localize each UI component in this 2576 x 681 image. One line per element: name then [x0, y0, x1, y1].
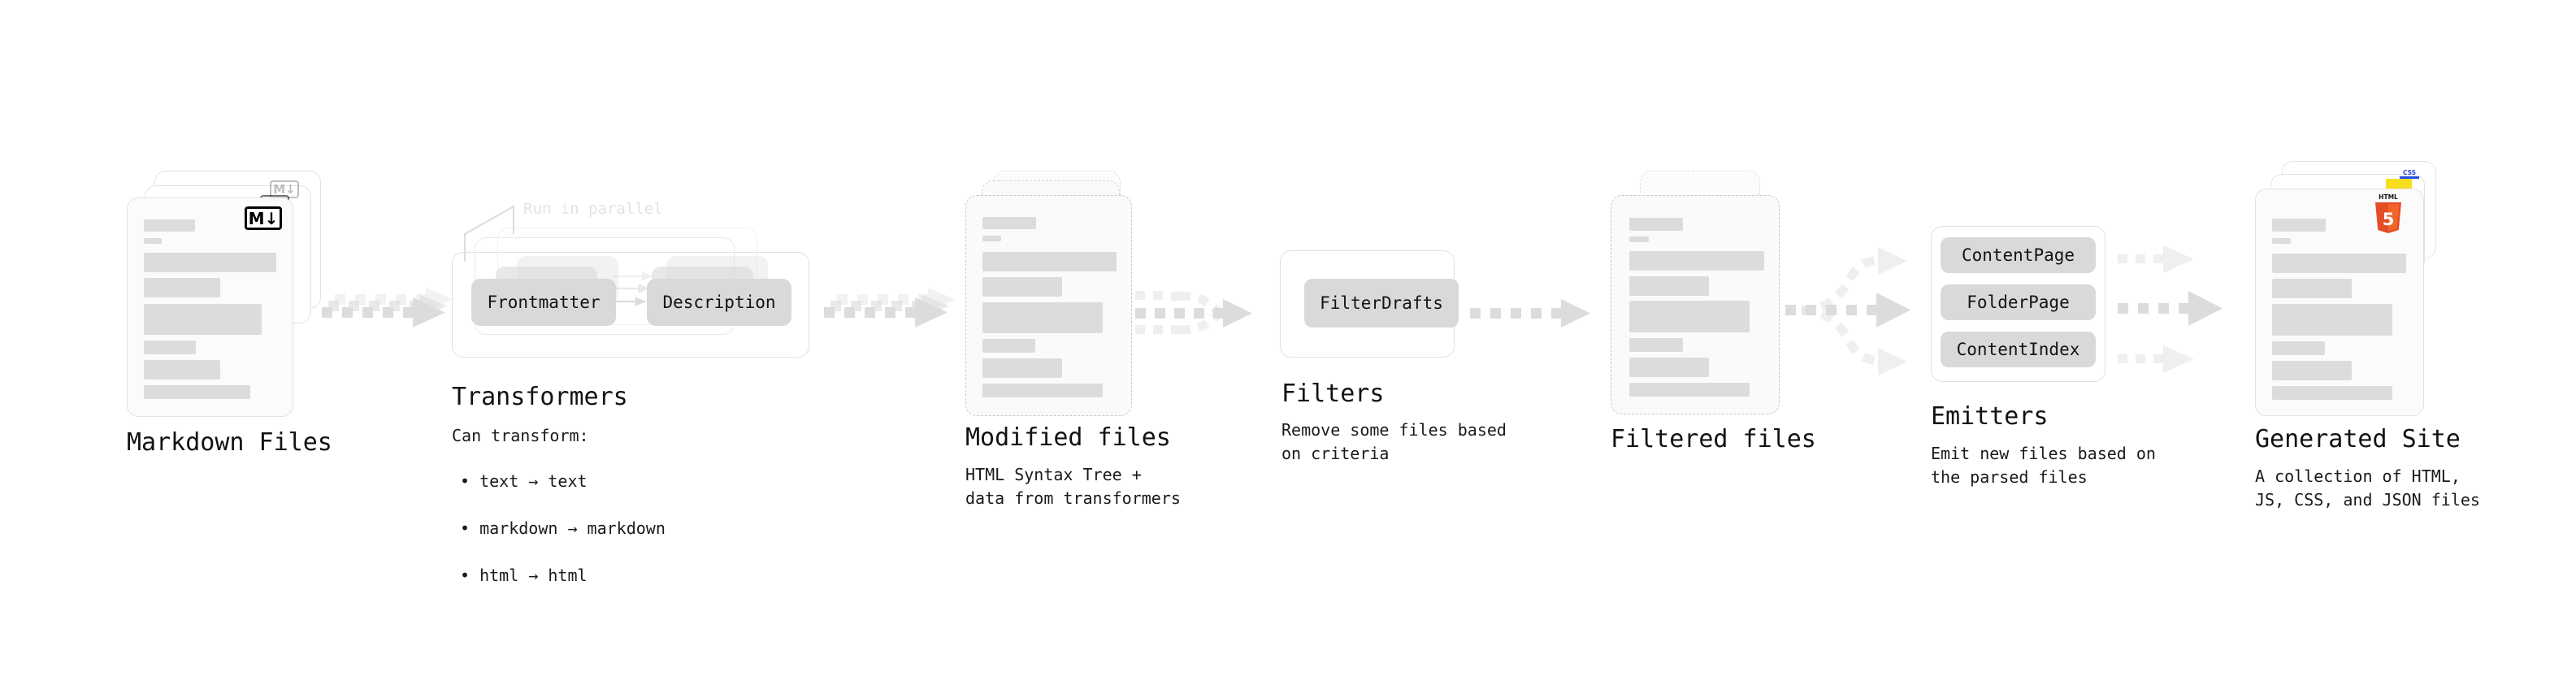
- filter-chip-filterdrafts-label: FilterDrafts: [1320, 293, 1443, 313]
- emitter-chip-contentpage-label: ContentPage: [1961, 245, 2075, 265]
- skeleton-line: [144, 238, 162, 244]
- markdown-badge: M↓: [245, 206, 282, 230]
- markdown-badge-back-m: M: [273, 181, 286, 197]
- skeleton-line: [1629, 338, 1683, 352]
- transformer-inner-arrows: [605, 271, 653, 306]
- skeleton-line: [144, 219, 195, 232]
- stage-title-filtered-files: Filtered files: [1611, 425, 1816, 453]
- transformer-bullet-list: • text → text • markdown → markdown • ht…: [460, 446, 666, 611]
- connector-transformers-to-modified: [824, 288, 956, 327]
- html5-badge-number: 5: [2383, 210, 2395, 229]
- skeleton-line: [144, 385, 250, 399]
- stage-desc-modified-files: HTML Syntax Tree + data from transformer…: [965, 465, 1181, 508]
- stage-desc-filters: Remove some files based on criteria: [1281, 420, 1507, 463]
- skeleton-line: [2272, 361, 2352, 380]
- stage-transformers: Run in parallel Frontmatter Description …: [439, 0, 829, 681]
- connector-modified-to-filters: [1135, 291, 1252, 335]
- modified-card-front: [965, 195, 1132, 416]
- run-in-parallel-label: Run in parallel: [523, 200, 663, 218]
- stage-markdown-files: M↓ M↓ M↓ Markdown Files: [0, 0, 374, 681]
- html5-badge-label: HTML: [2379, 193, 2398, 201]
- skeleton-line: [982, 302, 1103, 333]
- stage-title-generated-site: Generated Site: [2255, 425, 2461, 453]
- filtered-card-front: [1611, 195, 1780, 414]
- emitter-chip-folderpage[interactable]: FolderPage: [1941, 284, 2096, 320]
- stage-filtered-files: Filtered files: [1576, 0, 1902, 681]
- stage-title-modified-files: Modified files: [965, 423, 1171, 452]
- stage-desc-generated-site: A collection of HTML, JS, CSS, and JSON …: [2255, 466, 2480, 510]
- connector-filtered-to-emitters: [1785, 247, 1910, 375]
- skeleton-line: [144, 360, 220, 380]
- markdown-badge-back-arrow: ↓: [285, 181, 296, 197]
- skeleton-line: [2272, 279, 2352, 298]
- run-in-parallel-bracket: [464, 205, 514, 262]
- skeleton-line: [1629, 301, 1750, 332]
- transformer-chip-frontmatter-label: Frontmatter: [487, 293, 601, 312]
- stage-title-transformers: Transformers: [452, 383, 628, 411]
- transformer-bullet: • text → text: [460, 471, 588, 491]
- skeleton-line: [982, 339, 1035, 353]
- skeleton-line: [2272, 386, 2392, 400]
- transformer-bullet: • markdown → markdown: [460, 518, 666, 538]
- transformer-bullet: • html → html: [460, 566, 588, 585]
- skeleton-line: [144, 340, 196, 354]
- stage-emitters: ContentPage FolderPage ContentIndex Emit…: [1918, 0, 2259, 681]
- stage-title-markdown-files: Markdown Files: [127, 428, 332, 457]
- site-card-front: [2255, 189, 2424, 416]
- stage-generated-site: CSS HTML 5 Generated Site A collection o…: [2235, 0, 2576, 681]
- skeleton-line: [144, 278, 220, 297]
- skeleton-line: [2272, 341, 2325, 355]
- stage-desc-emitters: Emit new files based on the parsed files: [1931, 444, 2156, 487]
- emitter-chip-contentpage[interactable]: ContentPage: [1941, 237, 2096, 273]
- stage-filters: FilterDrafts Filters Remove some files b…: [1264, 0, 1589, 681]
- html5-badge: HTML 5: [2375, 193, 2401, 233]
- connector-emitters-to-site: [2118, 245, 2223, 373]
- stage-desc-transformers-heading: Can transform:: [452, 426, 589, 445]
- markdown-badge-arrow: ↓: [264, 208, 279, 228]
- markdown-card-front: [127, 197, 293, 417]
- svg-text:CSS: CSS: [2403, 169, 2416, 176]
- emitter-chip-folderpage-label: FolderPage: [1967, 293, 2070, 312]
- skeleton-line: [1629, 236, 1649, 242]
- skeleton-line: [2272, 254, 2406, 273]
- skeleton-line: [982, 252, 1117, 271]
- skeleton-line: [1629, 218, 1683, 231]
- skeleton-line: [1629, 251, 1764, 271]
- filter-chip-filterdrafts[interactable]: FilterDrafts: [1304, 279, 1459, 327]
- transformer-chip-frontmatter[interactable]: Frontmatter: [471, 279, 616, 326]
- skeleton-line: [1629, 276, 1709, 296]
- transformer-layer-front: [452, 252, 809, 358]
- skeleton-line: [982, 384, 1103, 397]
- skeleton-line: [2272, 219, 2326, 232]
- transformer-chip-description-label: Description: [662, 293, 776, 312]
- emitter-chip-contentindex-label: ContentIndex: [1956, 340, 2080, 359]
- skeleton-line: [1629, 383, 1750, 397]
- skeleton-line: [2272, 238, 2291, 244]
- stage-title-emitters: Emitters: [1931, 402, 2049, 431]
- skeleton-line: [982, 358, 1062, 378]
- connector-filters-to-filtered: [1470, 299, 1590, 327]
- skeleton-line: [144, 304, 262, 335]
- skeleton-line: [982, 236, 1001, 241]
- css3-badge: CSS: [2400, 169, 2419, 179]
- skeleton-line: [982, 277, 1062, 297]
- stage-title-filters: Filters: [1281, 380, 1385, 408]
- skeleton-line: [2272, 304, 2392, 336]
- skeleton-line: [144, 253, 276, 272]
- skeleton-line: [982, 217, 1036, 229]
- stage-modified-files: Modified files HTML Syntax Tree + data f…: [935, 0, 1276, 681]
- transformer-chip-description[interactable]: Description: [647, 279, 791, 326]
- markdown-badge-m: M: [248, 208, 265, 228]
- skeleton-line: [1629, 358, 1709, 377]
- connector-md-to-transformers: [322, 288, 453, 327]
- emitter-chip-contentindex[interactable]: ContentIndex: [1941, 332, 2096, 367]
